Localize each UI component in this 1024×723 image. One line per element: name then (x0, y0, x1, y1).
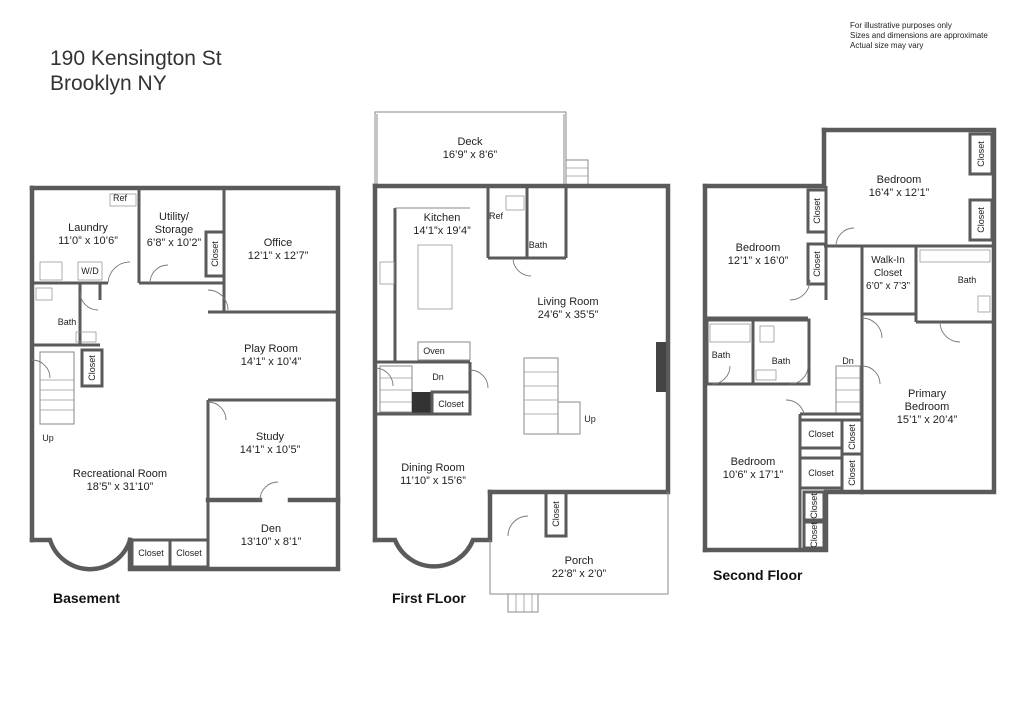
label-basement-ref: Ref (112, 193, 128, 203)
room-walk-in-closet: Walk-In Closet 6’0” x 7’3” (866, 255, 910, 292)
label-first-stair-closet: Closet (438, 399, 464, 409)
floor-label-basement: Basement (53, 590, 120, 606)
room-office: Office 12’1” x 12’7” (247, 237, 309, 262)
label-washer-dryer: W/D (81, 266, 99, 276)
label-first-up: Up (584, 414, 596, 424)
label-first-entry-closet: Closet (551, 501, 561, 527)
label-hall-bath: Bath (771, 356, 791, 366)
disclaimer-line: For illustrative purposes only (850, 21, 952, 30)
address-city: Brooklyn NY (50, 72, 167, 95)
property-address: 190 Kensington St Brooklyn NY (50, 46, 222, 96)
basement-walls (29, 185, 341, 572)
disclaimer-line: Sizes and dimensions are approximate (850, 31, 988, 40)
label-closet-mid-1: Closet (808, 429, 834, 439)
disclaimer-line: Actual size may vary (850, 41, 924, 50)
first-floor-walls (372, 111, 671, 613)
label-oven: Oven (423, 346, 445, 356)
disclaimer: For illustrative purposes only Sizes and… (850, 21, 988, 51)
label-closet-mid-2: Closet (847, 424, 857, 450)
label-basement-stair-closet: Closet (87, 355, 97, 381)
label-primary-bath: Bath (957, 275, 977, 285)
room-utility-storage: Utility/ Storage 6’8” x 10’2” (146, 211, 202, 249)
label-closet-mid-3: Closet (808, 468, 834, 478)
room-primary-bedroom: Primary Bedroom 15’1” x 20’4” (896, 388, 958, 426)
room-kitchen: Kitchen 14’1”x 19’4” (413, 212, 471, 237)
room-play-room: Play Room 14’1” x 10’4” (240, 343, 302, 368)
label-second-dn: Dn (842, 356, 854, 366)
label-basement-utility-closet: Closet (210, 241, 220, 267)
room-porch: Porch 22’8” x 2’0” (551, 555, 607, 580)
room-living: Living Room 24’6” x 35’5” (537, 296, 599, 321)
room-den: Den 13’10” x 8’1” (240, 523, 302, 548)
label-basement-up: Up (42, 433, 54, 443)
label-basement-closet-1: Closet (138, 548, 164, 558)
second-floor-walls (702, 127, 997, 553)
floor-label-second: Second Floor (713, 567, 803, 583)
label-closet-left-2: Closet (812, 251, 822, 277)
room-bedroom-top: Bedroom 16’4” x 12’1” (868, 174, 930, 199)
label-closet-low-2: Closet (809, 522, 819, 548)
address-street: 190 Kensington St (50, 47, 222, 70)
room-bedroom-left: Bedroom 12’1” x 16’0” (727, 242, 789, 267)
label-first-ref: Ref (488, 211, 504, 221)
label-basement-closet-2: Closet (176, 548, 202, 558)
label-closet-mid-4: Closet (847, 460, 857, 486)
label-first-dn: Dn (432, 372, 444, 382)
label-closet-top-2: Closet (976, 207, 986, 233)
label-closet-top-1: Closet (976, 141, 986, 167)
label-closet-left-1: Closet (812, 198, 822, 224)
room-deck: Deck 16’9” x 8’6” (442, 136, 498, 161)
room-laundry: Laundry 11’0” x 10’6” (58, 222, 118, 247)
floor-label-first: First FLoor (392, 590, 466, 606)
label-basement-bath: Bath (57, 317, 77, 327)
label-closet-low-1: Closet (809, 493, 819, 519)
label-small-bath: Bath (711, 350, 731, 360)
room-recreational: Recreational Room 18’5” x 31’10” (72, 468, 168, 493)
room-bedroom-bottom: Bedroom 10’6” x 17’1” (722, 456, 784, 481)
label-first-bath: Bath (528, 240, 548, 250)
room-study: Study 14’1” x 10’5” (239, 431, 301, 456)
room-dining: Dining Room 11’10” x 15’6” (400, 462, 466, 487)
